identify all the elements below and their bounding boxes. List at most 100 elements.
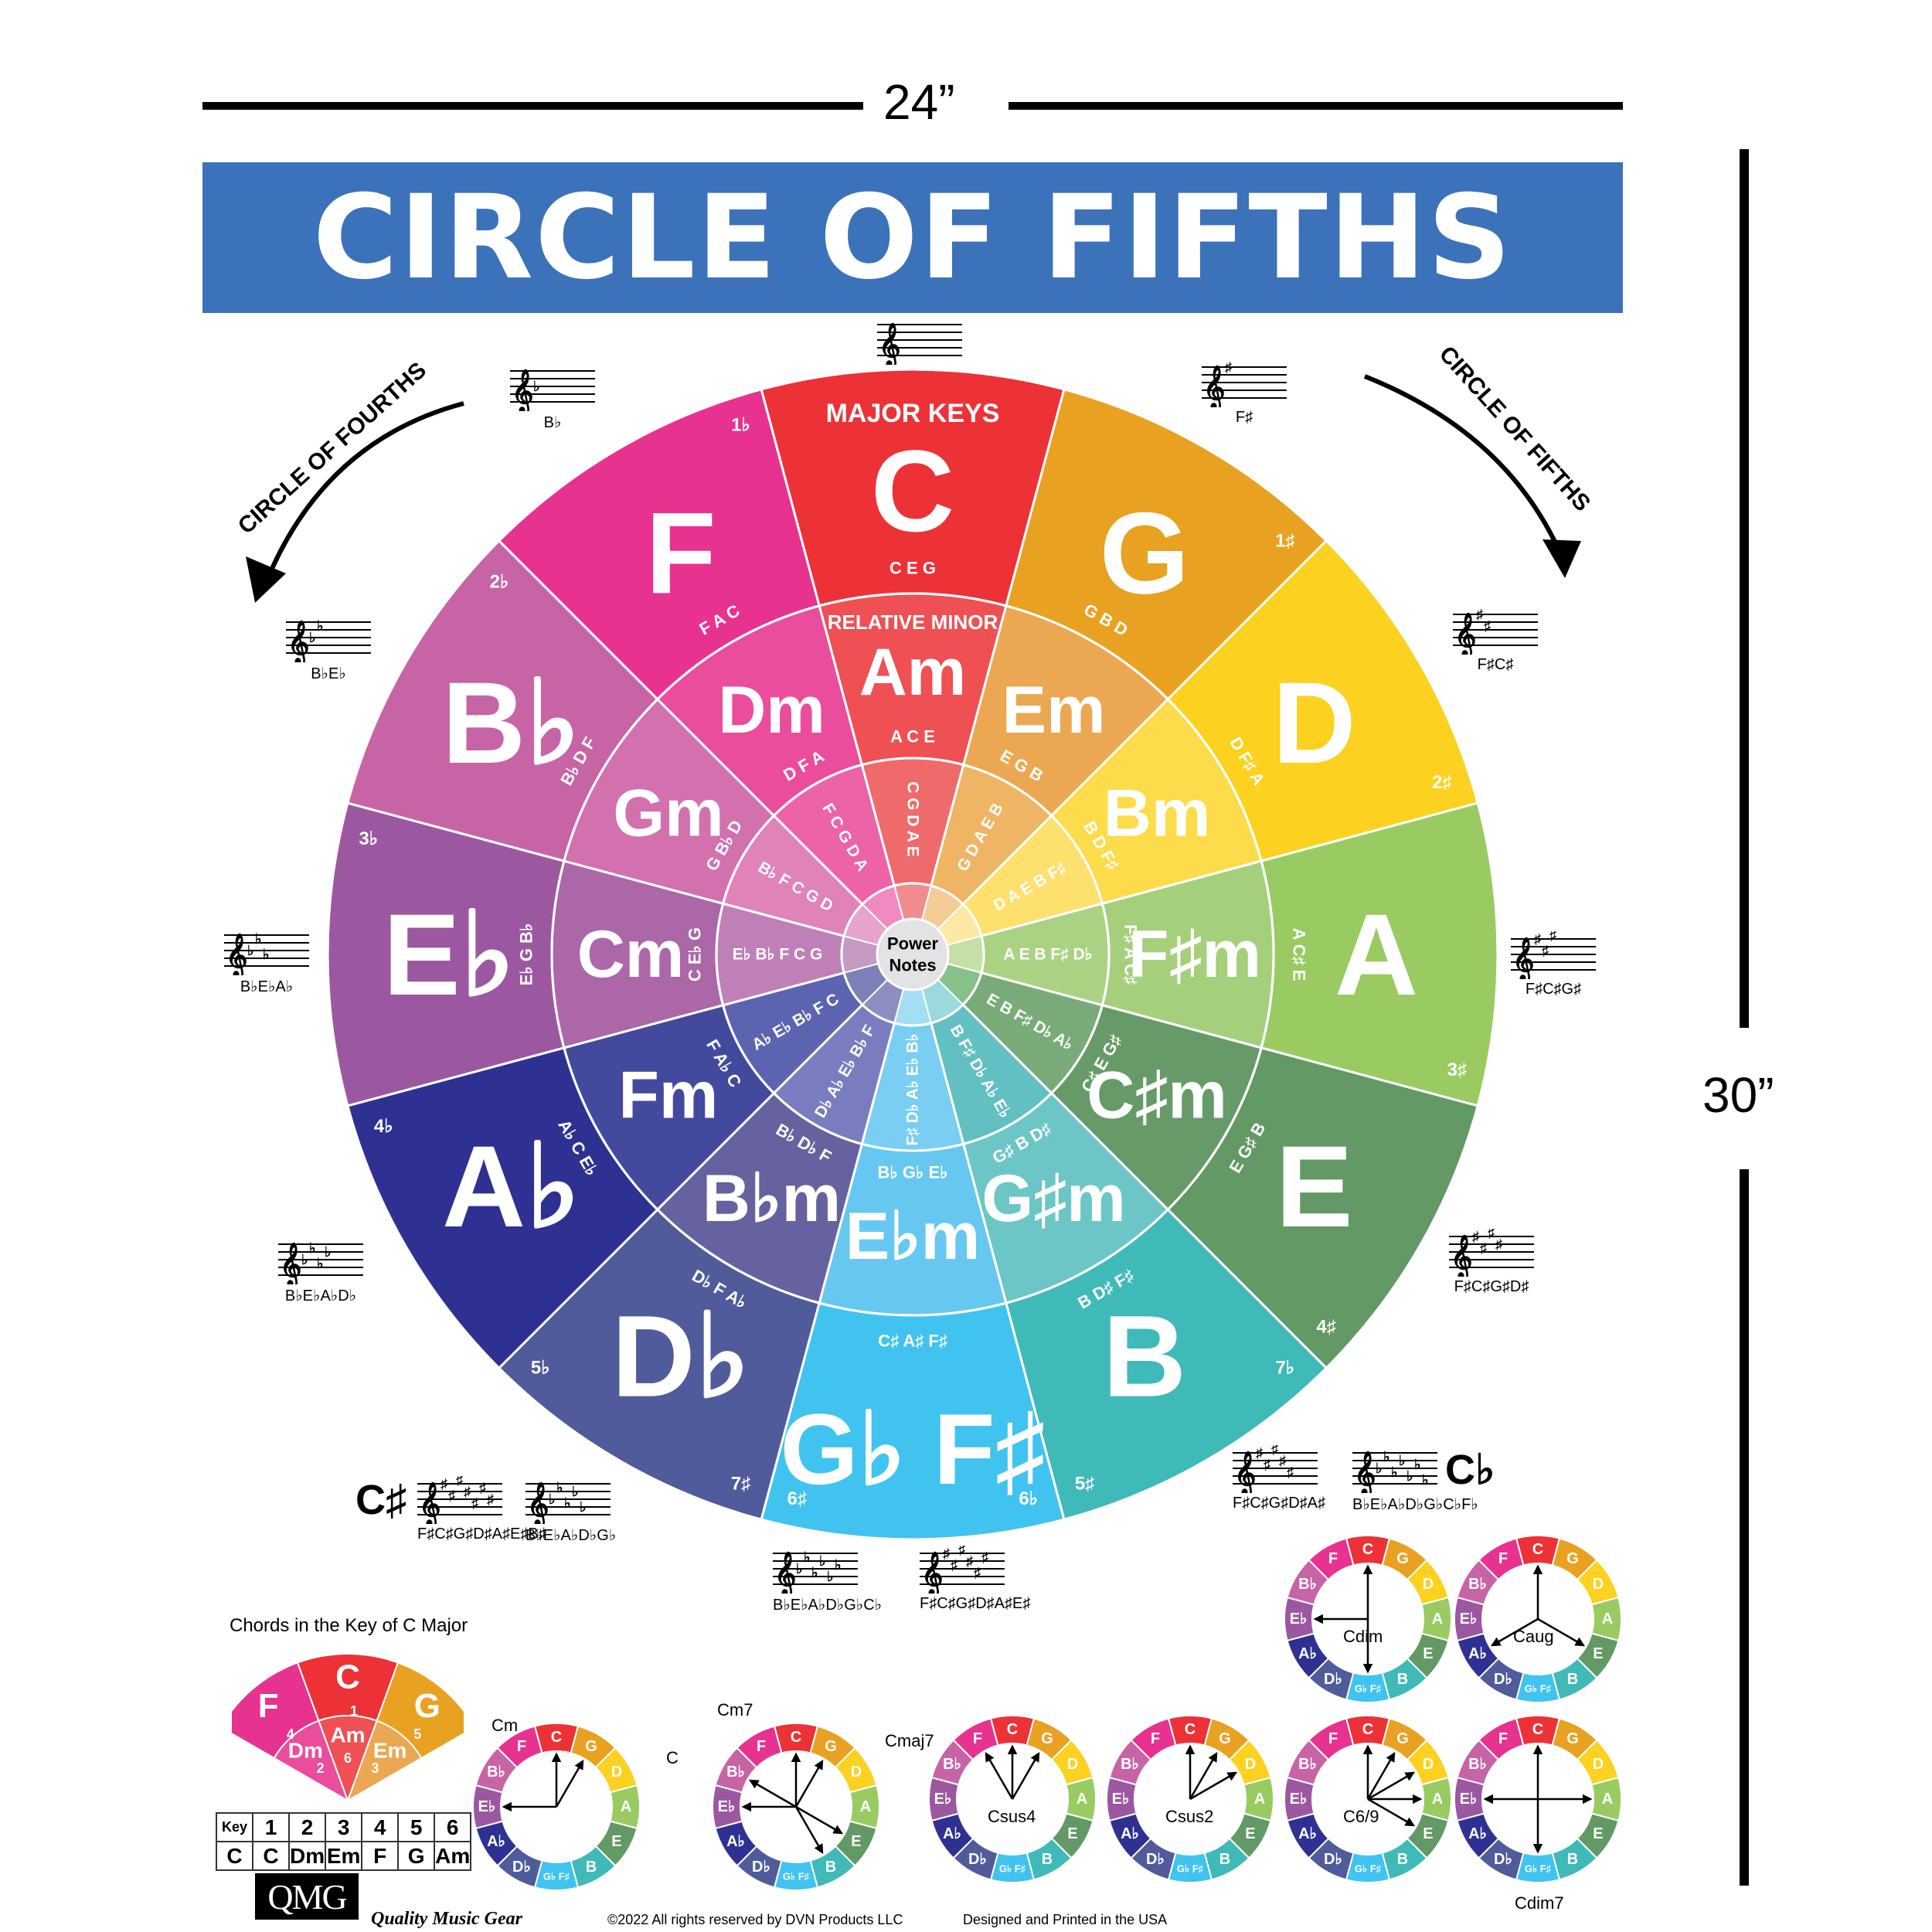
mini-wheel-key: A♭ xyxy=(1298,1825,1317,1842)
accidental-count: 5♯ xyxy=(1075,1473,1094,1494)
mini-wheel-key: B♭ xyxy=(943,1756,961,1773)
mini-wheel-key: E♭ xyxy=(1290,1791,1308,1808)
key-signature-notes: F♯C♯ xyxy=(1477,656,1514,673)
mini-wheel-key: D♭ xyxy=(1494,1671,1512,1688)
treble-clef-icon: 𝄞 xyxy=(1354,1451,1376,1493)
chord-name-label: Cm xyxy=(492,1716,519,1735)
accidental-count: 1♯ xyxy=(1275,530,1294,551)
treble-clef-icon: 𝄞 xyxy=(280,1243,301,1284)
mini-wheel-key: F xyxy=(973,1730,982,1747)
arrowhead-icon xyxy=(1543,539,1581,578)
sharp-icon: ♯ xyxy=(1472,1229,1479,1244)
circle-chord-notes: C G D A E xyxy=(904,781,922,857)
mini-wheel-key: B♭ xyxy=(1121,1756,1139,1773)
minor-key-label: F♯m xyxy=(1128,917,1261,992)
minor-key-label: Bm xyxy=(1104,777,1211,851)
flat-icon: ♭ xyxy=(1383,1449,1390,1464)
accidental-count: 3♭ xyxy=(359,828,378,849)
staff-icon: 𝄞♯♯♯♯ xyxy=(1449,1229,1534,1277)
mini-wheel-key: C xyxy=(1362,1721,1373,1738)
staff-icon: 𝄞♭♭♭♭♭♭ xyxy=(773,1549,858,1594)
key-signature-notes: B♭E♭A♭ xyxy=(240,978,294,995)
mini-wheel-key: E♭ xyxy=(934,1791,952,1808)
flat-icon: ♭ xyxy=(255,931,262,947)
chord-tone-arrow-icon xyxy=(1367,1798,1416,1827)
chord-name-label: Caug xyxy=(1513,1627,1554,1646)
table-cell: 2 xyxy=(287,1812,327,1842)
key-signature-notes: F♯C♯G♯D♯ xyxy=(1454,1278,1529,1295)
circle-of-fifths-arrow-icon xyxy=(1363,374,1563,556)
mini-wheel-key: E♭ xyxy=(1460,1791,1478,1808)
table-cell: Am xyxy=(434,1841,472,1871)
key-signature-notes: F♯C♯G♯ xyxy=(1525,981,1582,998)
wedge-degree: 3 xyxy=(371,1760,379,1776)
mini-wheel-key: A xyxy=(1602,1791,1613,1808)
mini-wheel-sector xyxy=(952,1717,999,1761)
flat-icon: ♭ xyxy=(309,630,316,645)
table-cell: Key xyxy=(216,1812,253,1842)
height-dimension-line-bottom xyxy=(1740,1169,1749,1886)
mini-wheel-key: A♭ xyxy=(487,1833,505,1850)
accidental-count: 4♯ xyxy=(1316,1316,1335,1337)
mini-wheel-key: A♭ xyxy=(1468,1645,1487,1662)
table-cell: 1 xyxy=(252,1812,290,1842)
minor-key-label: C♯m xyxy=(1087,1059,1227,1133)
chord-tone-arrow-icon xyxy=(794,1806,824,1855)
staff-icon: 𝄞♯♯♯♯♯ xyxy=(1233,1445,1318,1493)
table-cell: 3 xyxy=(325,1812,363,1842)
mini-wheel-key: A xyxy=(621,1798,631,1815)
page-title: CIRCLE OF FIFTHS xyxy=(312,170,1513,305)
minor-key-label: Cm xyxy=(577,917,685,992)
key-signature: 𝄞♭♭♭♭♭♭♭B♭E♭A♭D♭G♭C♭F♭ xyxy=(1352,1445,1478,1514)
sharp-icon: ♯ xyxy=(1271,1445,1278,1457)
chord-name-label: Cm7 xyxy=(717,1700,753,1719)
mini-wheel-key: D xyxy=(1067,1756,1078,1773)
mini-wheel-key: A xyxy=(1432,1791,1443,1808)
minor-key-label: Am xyxy=(859,635,967,709)
wheel-segment: G♭ F♯E♭mC♯ A♯ F♯B♭ G♭ E♭F♯ D♭ A♭ E♭ B♭6♯… xyxy=(760,988,1066,1541)
staff-icon: 𝄞♭♭♭♭ xyxy=(278,1240,363,1284)
sharp-icon: ♯ xyxy=(1549,931,1556,943)
key-signature-notes: F♯C♯G♯D♯A♯E♯B♯ xyxy=(417,1526,546,1543)
mini-wheel-key: D xyxy=(851,1764,862,1781)
chord-tone-arrow-icon xyxy=(1537,1617,1586,1647)
made-in-text: Designed and Printed in the USA xyxy=(963,1912,1168,1927)
mini-wheel-key: G♭ F♯ xyxy=(783,1871,809,1883)
wheel-segment: D♭B♭mD♭ F A♭B♭ D♭ FD♭ A♭ E♭ B♭ F5♭7♯ xyxy=(497,978,905,1522)
flat-icon: ♭ xyxy=(1391,1464,1398,1480)
wedge-degree: 4 xyxy=(287,1726,294,1742)
minor-triad-notes: A C E xyxy=(890,727,935,747)
flat-icon: ♭ xyxy=(804,1549,811,1565)
key-signature-notes: F♯ xyxy=(1235,409,1253,426)
width-dimension-label: 24” xyxy=(883,74,955,130)
mini-wheel-key: D xyxy=(1593,1756,1604,1773)
chord-tone-arrow-icon xyxy=(1490,1617,1539,1647)
power-notes-center[interactable] xyxy=(876,917,950,992)
accidental-count: 2♯ xyxy=(1432,772,1451,793)
mini-wheel-key: D xyxy=(1245,1756,1256,1773)
chord-tone-arrow-icon xyxy=(555,1759,584,1808)
mini-wheel-key: G xyxy=(1566,1550,1579,1567)
major-triad-notes: E♭ G B♭ xyxy=(517,923,536,986)
mini-wheel-key: G xyxy=(1566,1730,1579,1747)
sharp-icon: ♯ xyxy=(1495,1236,1502,1252)
minor-key-label: Dm xyxy=(718,673,825,747)
minor-key-label: Fm xyxy=(618,1059,718,1133)
flat-icon: ♭ xyxy=(796,1561,803,1577)
mini-wheel-key: A♭ xyxy=(1121,1825,1139,1842)
mini-wheel-key: G xyxy=(1219,1730,1231,1747)
major-key-label: B♭ xyxy=(442,658,580,787)
flat-icon: ♭ xyxy=(827,1569,834,1584)
mini-wheel-key: E xyxy=(1067,1825,1077,1842)
mini-wheel-key: E xyxy=(1423,1825,1433,1842)
accidental-count: 4♭ xyxy=(374,1116,393,1137)
staff-icon: 𝄞♭♭ xyxy=(286,618,371,662)
mini-wheel-key: D♭ xyxy=(1324,1671,1342,1688)
major-key-label: C xyxy=(871,426,954,556)
key-signature-notes: B♭E♭A♭D♭G♭C♭F♭ xyxy=(1352,1496,1478,1513)
wedge-minor-label: Em xyxy=(373,1738,407,1762)
sharp-icon: ♯ xyxy=(464,1484,471,1499)
wedge-minor-label: Am xyxy=(330,1723,365,1747)
